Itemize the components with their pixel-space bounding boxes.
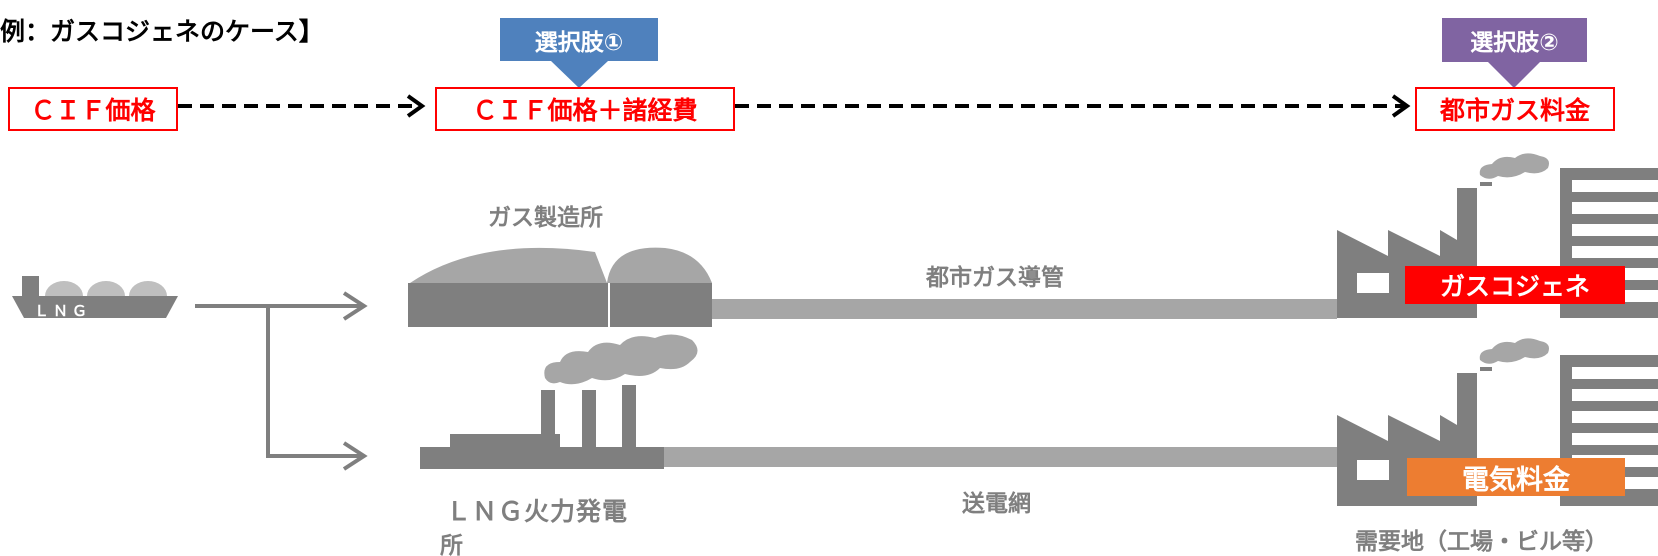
gas-plant-label: ガス製造所 xyxy=(488,205,603,231)
electricity-rate-label: 電気料金 xyxy=(1407,458,1625,496)
demand-label: 需要地（工場・ビル等） xyxy=(1355,529,1608,555)
gas-plant-icon xyxy=(408,247,712,327)
power-grid-line xyxy=(664,447,1337,467)
city-gas-pipeline xyxy=(712,299,1337,319)
power-plant-label-line1: ＬＮＧ火力発電 xyxy=(446,497,629,526)
option1-pointer xyxy=(551,61,608,88)
option2-pointer xyxy=(1488,62,1540,88)
option2-badge: 選択肢② xyxy=(1442,18,1587,62)
city-gas-rate-box: 都市ガス料金 xyxy=(1415,87,1615,131)
branch-arrows xyxy=(195,291,368,471)
pipeline-label: 都市ガス導管 xyxy=(926,265,1064,291)
power-plant-icon xyxy=(420,334,698,469)
cif-price-box: ＣＩＦ価格 xyxy=(8,87,178,131)
lng-label: ＬＮＧ xyxy=(34,302,92,320)
page-title: 例：ガスコジェネのケース】 xyxy=(0,17,324,46)
cif-plus-costs-box: ＣＩＦ価格＋諸経費 xyxy=(435,87,735,131)
option1-badge: 選択肢① xyxy=(500,18,658,61)
lng-tanker-icon xyxy=(12,276,178,318)
power-plant-label-line2: 所 xyxy=(440,533,463,556)
factory-top-icon xyxy=(1337,153,1658,318)
dashed-arrow-1 xyxy=(178,94,426,118)
dashed-arrow-2 xyxy=(735,94,1411,118)
grid-label: 送電網 xyxy=(962,491,1031,517)
cogeneration-label: ガスコジェネ xyxy=(1405,266,1625,304)
